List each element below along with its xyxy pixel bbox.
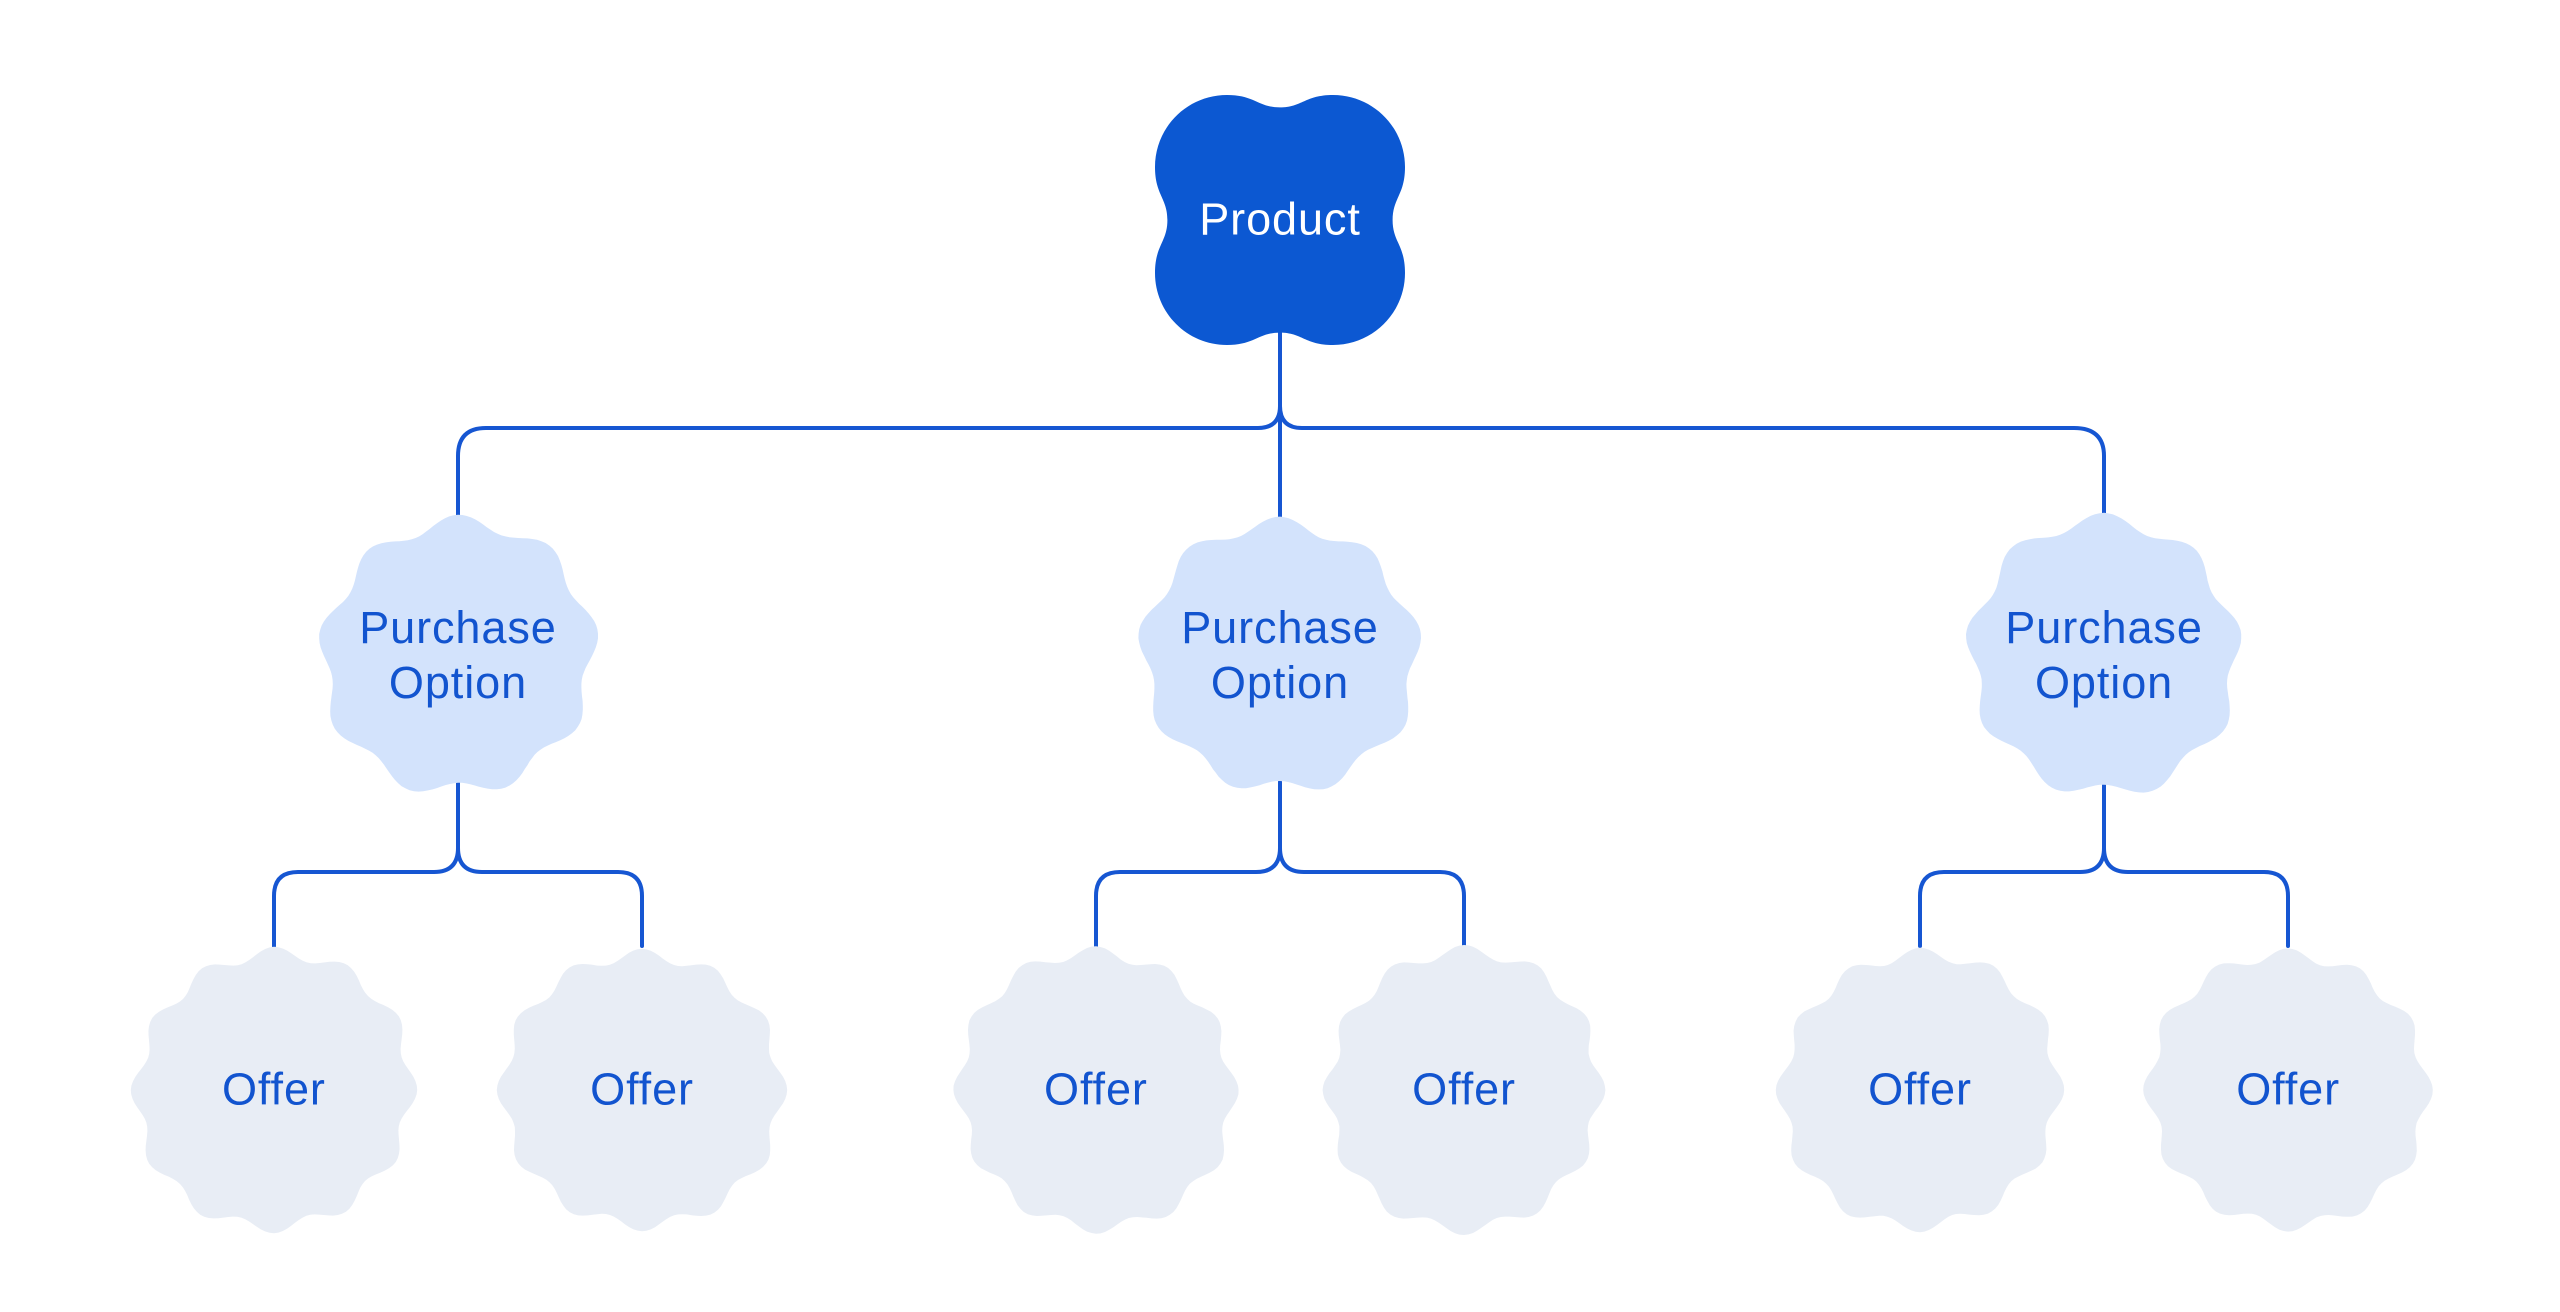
- offer-3-node-label: Offer: [1044, 1063, 1148, 1115]
- node-shapes: [130, 95, 2433, 1235]
- product-node-label: Product: [1199, 193, 1361, 245]
- connector-product-to-purchase-options: [456, 330, 2106, 518]
- offer-1-node-shape: [130, 946, 418, 1234]
- purchase-option-2-node-shape: [1138, 516, 1421, 790]
- connector-purchase-option-3-to-offers: [1918, 780, 2290, 948]
- offer-6-node-label: Offer: [2236, 1063, 2341, 1115]
- connector-purchase-option-1-to-offers: [272, 780, 644, 948]
- purchase-option-1-node-shape: [319, 514, 598, 792]
- purchase-option-2-node-label: Purchase Option: [1181, 602, 1379, 708]
- product-node-shape: [1155, 95, 1405, 345]
- offer-6-node-shape: [2143, 948, 2433, 1232]
- purchase-option-3-node-label: Purchase Option: [2005, 602, 2203, 708]
- offer-3-node-shape: [953, 946, 1239, 1234]
- connector-lines: [272, 330, 2290, 948]
- offer-5-node-shape: [1775, 947, 2065, 1233]
- offer-5-node-label: Offer: [1868, 1063, 1972, 1115]
- offer-4-node-label: Offer: [1412, 1063, 1516, 1115]
- purchase-option-1-node-label: Purchase Option: [359, 602, 557, 708]
- offer-4-node-shape: [1322, 945, 1606, 1235]
- connector-purchase-option-2-to-offers: [1094, 780, 1466, 948]
- purchase-option-3-node-shape: [1966, 512, 2242, 793]
- offer-1-node-label: Offer: [221, 1063, 326, 1115]
- offer-2-node-shape: [496, 948, 788, 1232]
- offer-2-node-label: Offer: [590, 1063, 694, 1115]
